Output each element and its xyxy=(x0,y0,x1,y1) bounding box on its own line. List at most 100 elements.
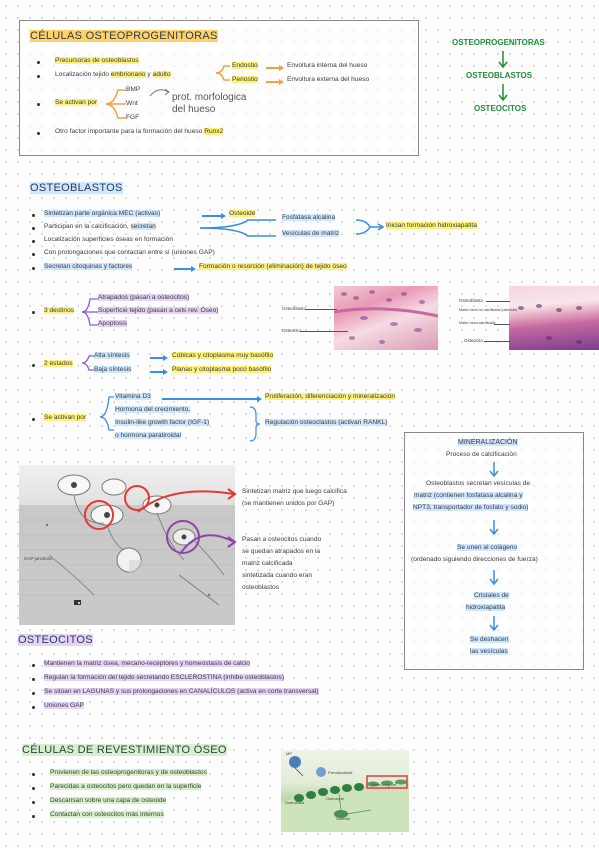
leader-line xyxy=(300,331,348,332)
lineage-osteocitos: OSTEOCITOS xyxy=(474,104,527,113)
ob-e1b: Cúbicas y citoplasma muy basófilo xyxy=(172,352,274,359)
bullet xyxy=(32,227,35,230)
lining-osteoid-label: Osteoid xyxy=(336,816,350,821)
ob-d2: Superfície tejido (pasan a cels rev. Óse… xyxy=(98,307,219,314)
arrow xyxy=(266,81,280,83)
ob-act1: Vitamina D3 xyxy=(115,393,151,400)
merge-arrow xyxy=(356,219,385,235)
arrow-head xyxy=(221,213,226,219)
mineral-s2-2: (ordenado siguiendo direcciones de fuerz… xyxy=(411,556,538,563)
estados-arrows xyxy=(81,355,94,371)
ob-act2: Hormona del crecimiento, xyxy=(115,406,191,413)
osteoblastos-title: OSTEOBLASTOS xyxy=(30,182,123,194)
mineral-title: MINERALIZACIÓN xyxy=(458,439,518,446)
mineral-s3-2: hidroxiapatita xyxy=(466,604,506,611)
mineral-s3-1: Cristales de xyxy=(474,592,509,599)
arrow xyxy=(266,67,280,69)
ob-formacion: Formación o resorción (eliminación) de t… xyxy=(199,263,347,270)
rv-b3: Descansan sobre una capa de osteoide xyxy=(50,797,167,804)
bullet xyxy=(32,815,35,818)
arrow xyxy=(162,398,258,400)
lining-preosteoblast-label: Preosteoblast xyxy=(328,770,353,775)
bullet xyxy=(37,75,40,78)
diagram-arrows xyxy=(137,488,237,555)
ob-act3: Insulin-like growth factor (IGF-1) xyxy=(115,419,210,426)
bullet xyxy=(37,103,40,106)
ob-e2a: Baja síntesis xyxy=(94,366,132,373)
bullet xyxy=(32,311,35,314)
img2-calcificada-label: Matriz ósea calcificada xyxy=(459,321,496,325)
lineage-osteoprogenitoras: OSTEOPROGENITORAS xyxy=(452,38,545,47)
ob-estados: 2 estados xyxy=(44,360,73,367)
arrow xyxy=(174,268,192,270)
arrow-down xyxy=(489,462,499,478)
ob-l5: Secretan citoquinas y factores xyxy=(44,263,133,270)
leader-line xyxy=(486,301,510,302)
histology-image-1 xyxy=(334,286,438,350)
factor-fgf: FGF xyxy=(126,114,140,121)
ob-fosfatasa: Fosfatasa alcalina xyxy=(282,214,336,221)
bullet xyxy=(32,801,35,804)
rv-b1: Provienen de las osteoprogenitoras y de … xyxy=(50,769,207,776)
rv-b2: Parecidas a osteocitos pero quedan en la… xyxy=(50,783,202,790)
diag-pas-1: Pasan a osteocitos cuando xyxy=(242,536,322,543)
ob-vesiculas: Vesículas de matriz xyxy=(282,230,340,237)
bullet xyxy=(32,214,35,217)
factor-wnt: Wnt xyxy=(126,100,138,107)
mineral-s1-3: NPT3, transportador de fosfato y sodio) xyxy=(413,504,529,511)
progenitoras-b1: Precursoras de osteoblastos xyxy=(55,57,139,64)
prot-label: prot. morfologica del hueso xyxy=(172,92,247,115)
diag-pas-5: osteoblastos xyxy=(242,584,280,591)
img2-osteocito-label: Osteocito xyxy=(464,338,484,343)
arrow-head xyxy=(279,65,284,71)
lining-osteocyte-label: Osteocyte xyxy=(326,796,345,801)
oc-b4: Uniones GAP xyxy=(44,702,84,709)
arrow-head xyxy=(163,355,168,361)
diag-sint-2: (se mantienen unidos por GAP) xyxy=(242,500,335,507)
periostio-label: Periostio xyxy=(232,76,258,83)
progenitoras-title: CÉLULAS OSTEOPROGENITORAS xyxy=(30,30,218,42)
arrow xyxy=(202,215,222,217)
ob-e2b: Planas y citoplasma poco basófilo xyxy=(172,366,272,373)
lineage-osteoblastos: OSTEOBLASTOS xyxy=(466,71,533,80)
histology-image-2 xyxy=(509,286,599,350)
arrow xyxy=(150,357,164,359)
ob-destinos: 3 destinos xyxy=(44,307,75,314)
bullet xyxy=(32,240,35,243)
ob-act4: o hormona paratiroidal xyxy=(115,432,181,439)
bullet xyxy=(32,364,35,367)
oc-b1: Mantienen la matriz ósea, mecano-recepto… xyxy=(44,660,250,667)
arrow-head xyxy=(257,396,262,402)
arrow-head xyxy=(279,79,284,85)
arrow-down xyxy=(489,616,499,632)
img2-osteoblasto-label: Osteoblasto xyxy=(459,298,484,303)
bullet xyxy=(32,787,35,790)
lining-cell-label: Bone lining cell xyxy=(372,783,397,787)
img1-osteoblasto-label: Osteoblasto xyxy=(282,306,307,311)
bullet xyxy=(32,664,35,667)
progenitoras-b4: Otro factor importante para la formación… xyxy=(55,128,224,135)
endostio-desc: Envoltura interna del hueso xyxy=(287,62,368,69)
ob-inician: Inician formación hidroxiapatita xyxy=(386,222,477,229)
ob-l4: Con prolongaciones que contactan entre s… xyxy=(44,249,215,256)
mineral-s4-2: las vesículas xyxy=(470,648,508,655)
bullet xyxy=(32,253,35,256)
ob-activan: Se activan por xyxy=(44,414,87,421)
arrow xyxy=(150,371,164,373)
brace xyxy=(249,406,261,442)
brace-arrow xyxy=(149,88,170,97)
progenitoras-b2: Localización tejido embrionario y adulto xyxy=(55,71,171,78)
ob-regul: Regulación osteoclastos (activan RANKL) xyxy=(265,419,388,426)
arrow-down xyxy=(489,570,499,586)
leader-line xyxy=(484,341,510,342)
bullet xyxy=(32,418,35,421)
ob-l1: Sintetizan parte orgánica MEC (activas) xyxy=(44,210,161,217)
rv-b4: Contactan con osteocitos más internos xyxy=(50,811,164,818)
gap-junctions-label: GAP junctions xyxy=(24,556,53,561)
arrow-head xyxy=(163,369,168,375)
mineral-s1-1: Osteoblastos secretan vesículas de xyxy=(426,480,531,487)
mineral-s1-2: matriz (contienen fosfatasa alcalina y xyxy=(414,492,523,499)
destinos-arrows xyxy=(81,298,98,326)
ob-d3: Apoptosis xyxy=(98,320,127,327)
factor-arrows xyxy=(105,89,126,119)
